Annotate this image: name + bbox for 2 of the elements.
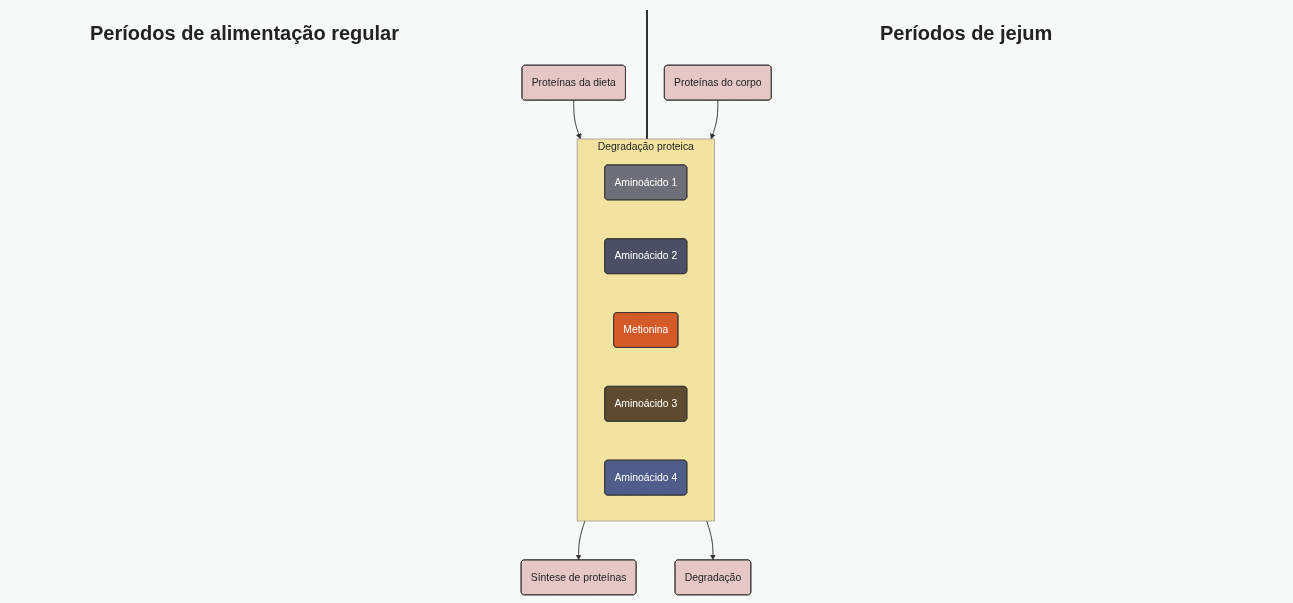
section-heading: Períodos de jejum bbox=[880, 22, 1053, 45]
section-heading: Períodos de alimentação regular bbox=[90, 22, 399, 45]
